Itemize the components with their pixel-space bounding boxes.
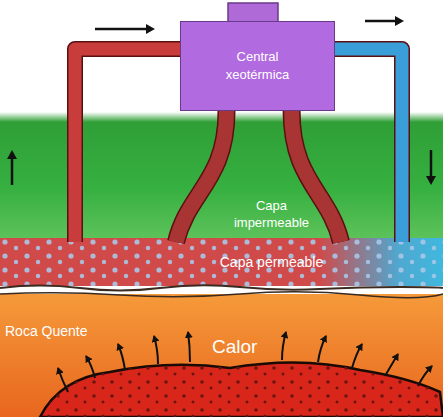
node-label: Central xeotérmica [212, 48, 304, 83]
hot-rock-band: Roca QuenteCalor [0, 294, 443, 417]
node-label: Roca Quente [5, 322, 88, 341]
node-label: Capa permeable [220, 253, 324, 272]
pipe-connector [335, 16, 436, 242]
node-label: Capa impermeable [227, 197, 317, 232]
impermeable-layer-band: Capa impermeable [0, 118, 443, 238]
pipe-connector [7, 24, 180, 242]
power-plant-box: Central xeotérmica [180, 21, 335, 111]
pipe-connector [176, 111, 341, 242]
heat-label: Calor [212, 334, 257, 360]
permeable-layer-band: Capa permeable [0, 238, 443, 286]
